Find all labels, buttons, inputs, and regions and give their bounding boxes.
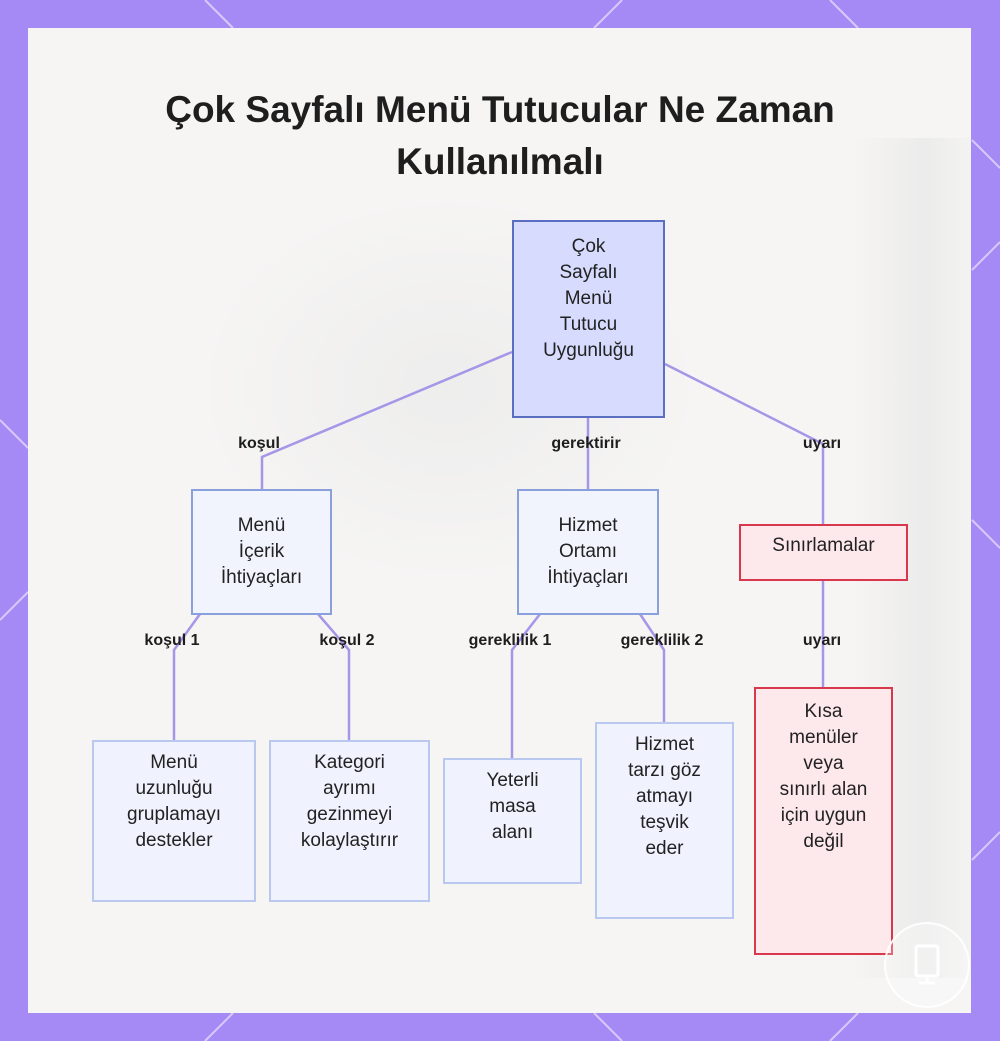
node-category-line-2: ayrımı [323, 778, 376, 799]
tablet-icon [914, 944, 940, 985]
page-title: Çok Sayfalı Menü Tutucular Ne Zaman Kull… [0, 84, 1000, 188]
node-limitations: Sınırlamalar [739, 524, 908, 581]
edge-label-kosul-2: koşul 2 [319, 632, 375, 649]
edge-label-gerektirir: gerektirir [551, 435, 621, 452]
node-service-needs-line-2: Ortamı [558, 541, 618, 562]
node-root-line-4: Tutucu [559, 314, 618, 335]
edge-service-needs-table-space [510, 613, 541, 758]
node-service-style-line-2: tarzı göz [628, 760, 701, 781]
node-service-style-line-4: teşvik [640, 812, 689, 833]
node-short-menus-line-3: veya [803, 753, 844, 774]
node-table-space-line-3: alanı [491, 822, 534, 843]
node-menu-needs-line-2: İçerik [238, 541, 285, 562]
node-menu-length-line-1: Menü [150, 752, 198, 773]
node-limitations-label: Sınırlamalar [772, 534, 875, 556]
edge-label-gereklilik-2: gereklilik 2 [620, 632, 704, 649]
node-table-space: Yeterli masa alanı [443, 758, 582, 884]
edge-label-gereklilik-1: gereklilik 1 [468, 632, 552, 649]
title-line-2: Kullanılmalı [396, 141, 604, 182]
node-table-space-line-2: masa [489, 796, 536, 817]
node-root-line-5: Uygunluğu [543, 340, 634, 361]
node-service-needs-line-1: Hizmet [558, 515, 618, 536]
node-service-style-line-5: eder [645, 838, 684, 859]
node-menu-length: Menü uzunluğu gruplamayı destekler [92, 740, 256, 902]
edge-root-limitations [664, 362, 825, 524]
node-service-style: Hizmet tarzı göz atmayı teşvik eder [595, 722, 734, 919]
edge-label-uyari-top: uyarı [802, 435, 842, 452]
node-table-space-line-1: Yeterli [486, 770, 539, 791]
node-category-line-1: Kategori [314, 752, 385, 773]
edge-service-needs-service-style [638, 613, 666, 722]
node-short-menus-line-1: Kısa [804, 701, 843, 722]
node-short-menus-line-5: için uygun [780, 805, 867, 826]
edge-root-menu-needs [260, 350, 513, 489]
edge-menu-needs-category [317, 613, 351, 740]
node-category-separation: Kategori ayrımı gezinmeyi kolaylaştırır [269, 740, 430, 902]
edge-menu-needs-menu-length [172, 613, 202, 740]
title-line-1: Çok Sayfalı Menü Tutucular Ne Zaman [165, 89, 835, 130]
node-short-menus-line-4: sınırlı alan [779, 779, 868, 800]
node-menu-length-line-4: destekler [135, 830, 213, 851]
node-short-menus-line-2: menüler [789, 727, 858, 748]
node-root-line-2: Sayfalı [559, 262, 618, 283]
node-root-line-1: Çok [571, 236, 606, 257]
edge-label-kosul-1: koşul 1 [144, 632, 200, 649]
node-category-line-4: kolaylaştırır [300, 830, 399, 851]
node-root: Çok Sayfalı Menü Tutucu Uygunluğu [512, 220, 665, 418]
node-menu-needs-line-3: İhtiyaçları [220, 567, 303, 588]
node-category-line-3: gezinmeyi [306, 804, 393, 825]
node-service-environment-needs: Hizmet Ortamı İhtiyaçları [517, 489, 659, 615]
node-service-needs-line-3: İhtiyaçları [547, 567, 629, 588]
device-badge [884, 922, 970, 1008]
node-menu-length-line-3: gruplamayı [127, 804, 221, 825]
node-root-line-3: Menü [564, 288, 613, 309]
node-service-style-line-3: atmayı [635, 786, 694, 807]
node-service-style-line-1: Hizmet [634, 734, 695, 755]
edge-label-uyari-bottom: uyarı [802, 632, 842, 649]
node-menu-length-line-2: uzunluğu [135, 778, 213, 799]
edge-label-kosul: koşul [238, 435, 280, 452]
node-short-menus: Kısa menüler veya sınırlı alan için uygu… [754, 687, 893, 955]
node-menu-needs-line-1: Menü [237, 515, 286, 536]
node-menu-content-needs: Menü İçerik İhtiyaçları [191, 489, 332, 615]
node-short-menus-line-6: değil [803, 831, 844, 852]
